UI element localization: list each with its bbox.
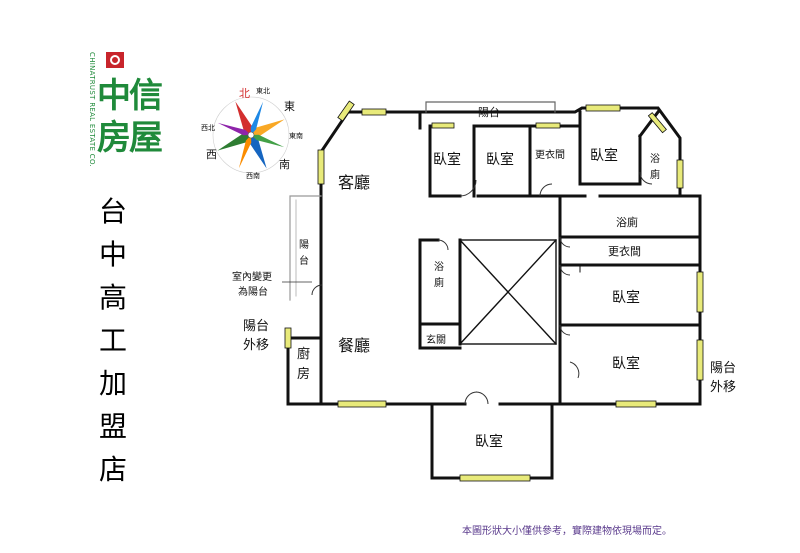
label-bedroom-2: 臥室 [486, 151, 514, 168]
label-bedroom-1: 臥室 [433, 151, 461, 168]
note-converted-2: 為陽台 [238, 285, 268, 298]
logo-english-text: CHINATRUST REAL ESTATE CO. [88, 52, 96, 168]
label-bedroom-right-2: 臥室 [612, 355, 640, 372]
note-balcony-moved-right-2: 外移 [710, 380, 736, 395]
logo-chinese-line-1: 中信 [97, 76, 163, 116]
store-name: 台 中 高 工 加 盟 店 [93, 190, 133, 491]
store-char: 高 [98, 281, 127, 314]
label-bath-center-1: 浴 [434, 261, 444, 273]
note-converted-1: 室內變更 [232, 270, 272, 283]
label-balcony-left-1: 陽 [299, 239, 309, 251]
label-bedroom-bottom: 臥室 [475, 433, 503, 450]
note-balcony-moved-right-1: 陽台 [710, 361, 736, 376]
compass-west: 西 [206, 148, 217, 161]
note-balcony-moved-left-1: 陽台 [243, 319, 269, 334]
label-balcony-top: 陽台 [478, 105, 500, 119]
label-kitchen-1: 廚 [297, 346, 310, 362]
store-char: 工 [98, 324, 127, 357]
compass-east: 東 [284, 100, 295, 113]
disclaimer-text: 本圖形狀大小僅供參考，實際建物依現場而定。 [462, 526, 672, 537]
label-bath-top-right: 浴 [650, 153, 660, 165]
compass-south: 南 [279, 158, 290, 171]
logo-chinese-line-2: 房屋 [97, 118, 163, 158]
label-living-room: 客廳 [338, 173, 370, 192]
label-closet-right: 更衣間 [608, 244, 641, 258]
compass-north: 北 [239, 87, 250, 100]
label-bedroom-3: 臥室 [590, 147, 618, 164]
store-char: 店 [98, 453, 127, 486]
label-balcony-left-2: 台 [299, 254, 309, 267]
store-char: 中 [98, 238, 127, 271]
label-dining-room: 餐廳 [338, 336, 370, 355]
store-char: 盟 [98, 410, 127, 443]
note-balcony-moved-left-2: 外移 [243, 338, 269, 353]
compass-southeast: 東南 [289, 131, 303, 140]
label-bath-top-right-2: 廁 [650, 168, 660, 181]
store-char: 台 [98, 195, 127, 228]
label-entry: 玄關 [426, 333, 446, 346]
label-kitchen-2: 房 [297, 366, 310, 382]
logo-mark-icon [106, 52, 124, 68]
compass-northeast: 東北 [256, 86, 270, 95]
compass-northwest: 西北 [201, 124, 215, 132]
label-bath-center-2: 廁 [434, 276, 444, 289]
compass-rose-icon: 北 東北 東 東南 南 西南 西 西北 [201, 86, 303, 180]
label-bath-right: 浴廁 [616, 215, 638, 229]
label-bedroom-right-1: 臥室 [612, 289, 640, 306]
label-closet-top: 更衣間 [535, 148, 565, 161]
brand-logo: CHINATRUST REAL ESTATE CO. 中信 房屋 [84, 52, 164, 172]
store-char: 加 [98, 367, 127, 400]
compass-southwest: 西南 [246, 171, 260, 180]
